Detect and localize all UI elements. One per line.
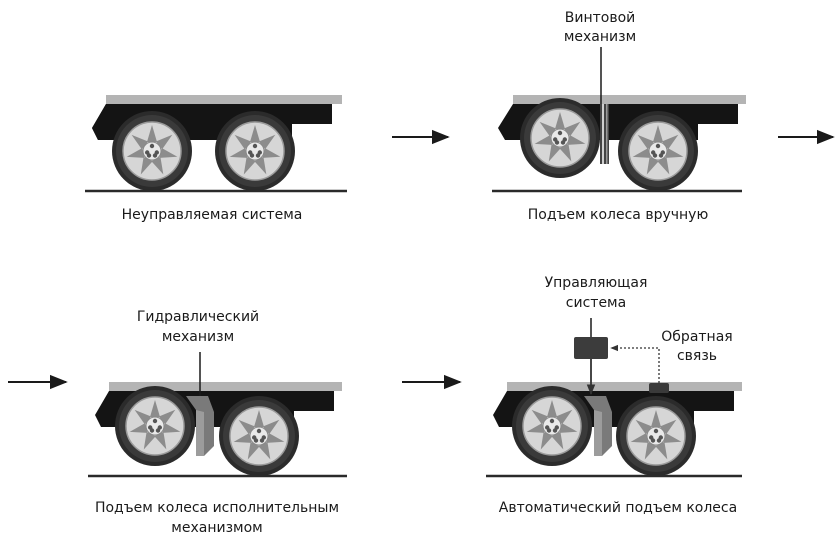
control-system-label-2: система bbox=[566, 295, 626, 311]
panel-caption: Автоматический подъем колеса bbox=[499, 500, 737, 516]
panel-actuator-lift: Гидравлический механизм Подъем колеса ис… bbox=[88, 309, 347, 536]
wheel-icon bbox=[214, 110, 296, 192]
wheel-icon bbox=[617, 110, 699, 192]
hydraulic-mechanism-label-2: механизм bbox=[162, 329, 234, 345]
feedback-label-1: Обратная bbox=[661, 329, 732, 345]
panel-manual-lift: Винтовой механизм Подъем колеса вручную bbox=[492, 10, 746, 223]
wheel-icon bbox=[111, 110, 193, 192]
panel-unsteered: Неуправляемая система bbox=[85, 95, 347, 223]
wheel-icon bbox=[114, 385, 196, 467]
panel-automatic-lift: Управляющая система Обратная связь Автом… bbox=[486, 275, 742, 516]
panel-caption: Подъем колеса вручную bbox=[528, 207, 709, 223]
screw-mechanism-label-2: механизм bbox=[564, 29, 636, 45]
wheel-icon bbox=[218, 395, 300, 477]
feedback-path bbox=[610, 344, 660, 383]
control-system-label-1: Управляющая bbox=[545, 275, 648, 291]
panel-caption-line-2: механизмом bbox=[171, 520, 262, 536]
screw-mechanism-label-1: Винтовой bbox=[565, 10, 636, 26]
hydraulic-mechanism-label-1: Гидравлический bbox=[137, 309, 259, 325]
hydraulic-mechanism bbox=[584, 396, 612, 456]
panel-caption: Неуправляемая система bbox=[122, 207, 303, 223]
control-unit bbox=[574, 337, 608, 359]
wheel-icon bbox=[519, 97, 601, 179]
hydraulic-mechanism bbox=[186, 396, 214, 456]
wheel-icon bbox=[511, 385, 593, 467]
feedback-label-2: связь bbox=[677, 348, 717, 364]
feedback-sensor bbox=[649, 383, 669, 393]
wheel-icon bbox=[615, 395, 697, 477]
panel-caption-line-1: Подъем колеса исполнительным bbox=[95, 500, 339, 516]
screw-mechanism bbox=[600, 104, 609, 164]
